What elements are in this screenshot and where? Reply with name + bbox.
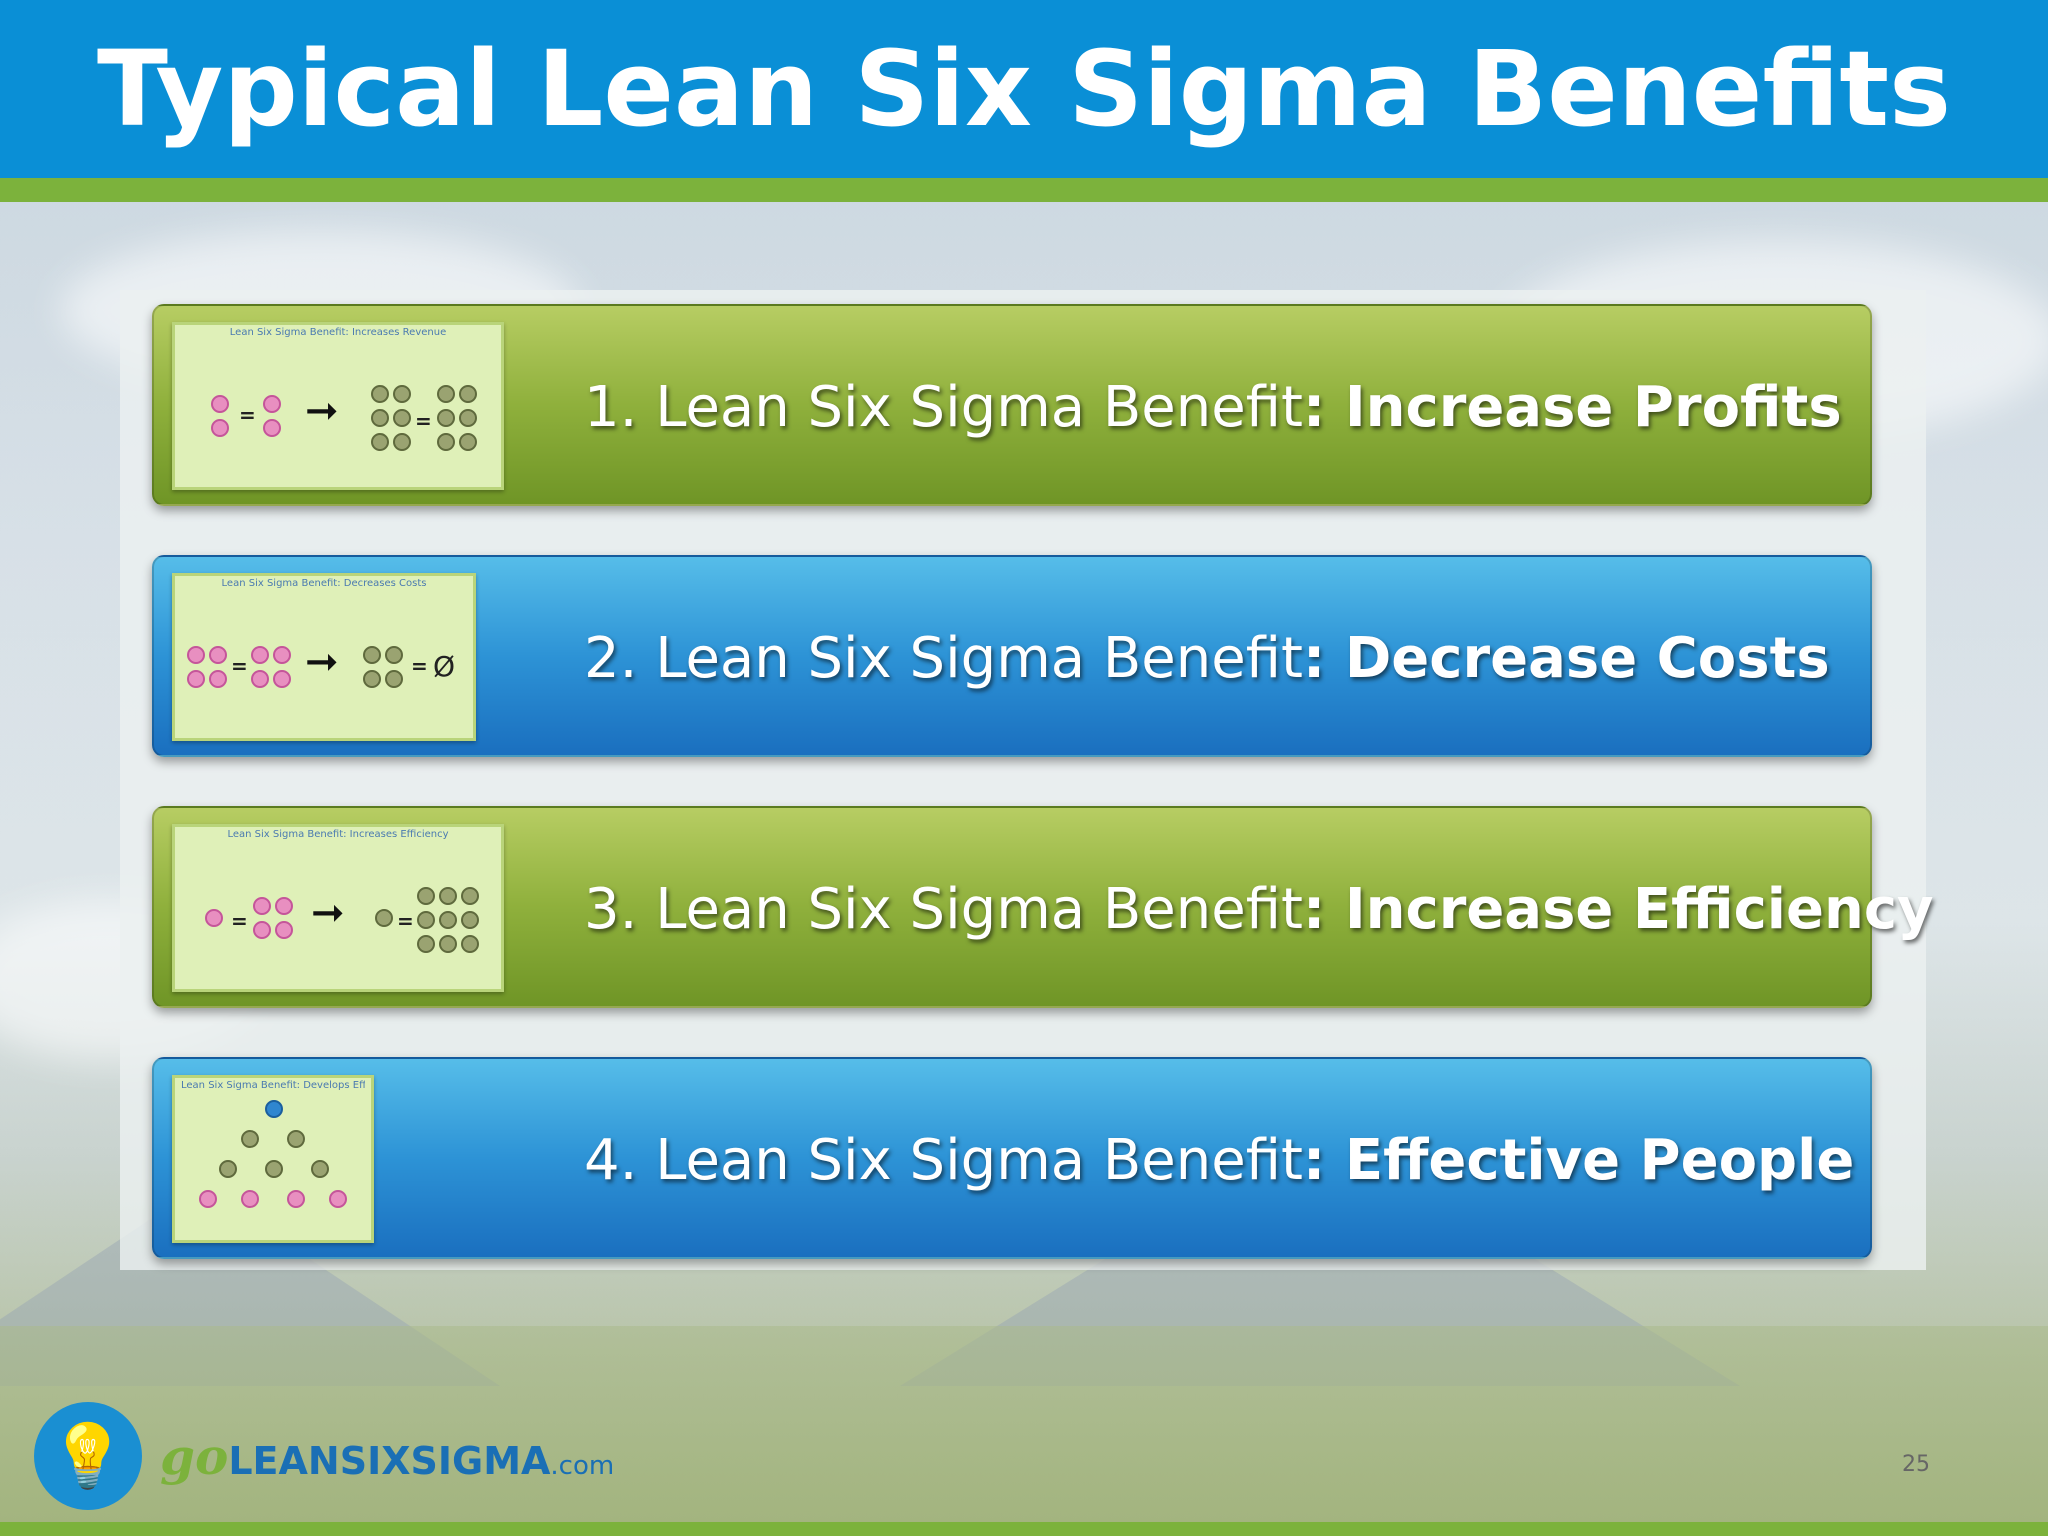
pink-circle-icon xyxy=(251,646,269,664)
benefit-thumbnail: Lean Six Sigma Benefit: Develops Effecti… xyxy=(172,1075,374,1243)
olive-circle-icon xyxy=(417,935,435,953)
equals-icon: = xyxy=(397,909,414,933)
pink-circle-icon xyxy=(209,646,227,664)
equals-icon: = xyxy=(231,909,248,933)
pink-circle-icon xyxy=(253,921,271,939)
arrow-right-icon: ➞ xyxy=(305,388,339,434)
olive-circle-icon xyxy=(417,911,435,929)
olive-circle-icon xyxy=(371,385,389,403)
benefit-label-emphasis: : Increase Efficiency xyxy=(1302,876,1934,942)
olive-circle-icon xyxy=(461,887,479,905)
person-icon xyxy=(219,1160,237,1178)
background-meadow xyxy=(0,1326,2048,1536)
benefit-label-emphasis: : Increase Profits xyxy=(1302,374,1842,440)
pink-circle-icon xyxy=(263,419,281,437)
pink-circle-icon xyxy=(273,670,291,688)
page-number: 25 xyxy=(1902,1452,1930,1477)
lightbulb-icon: 💡 xyxy=(34,1402,142,1510)
pink-circle-icon xyxy=(253,897,271,915)
person-icon xyxy=(241,1130,259,1148)
benefit-row-increase-profits: Lean Six Sigma Benefit: Increases Revenu… xyxy=(152,304,1872,506)
person-icon xyxy=(311,1160,329,1178)
olive-circle-icon xyxy=(363,670,381,688)
person-icon xyxy=(265,1100,283,1118)
pink-circle-icon xyxy=(205,909,223,927)
olive-circle-icon xyxy=(439,887,457,905)
pink-circle-icon xyxy=(187,646,205,664)
benefit-label-prefix: 4. Lean Six Sigma Benefit xyxy=(584,1127,1303,1193)
thumbnail-caption: Lean Six Sigma Benefit: Develops Effecti… xyxy=(181,1080,365,1091)
pink-circle-icon xyxy=(211,395,229,413)
person-icon xyxy=(329,1190,347,1208)
empty-set-icon: Ø xyxy=(433,650,456,683)
pink-circle-icon xyxy=(209,670,227,688)
pink-circle-icon xyxy=(273,646,291,664)
pink-circle-icon xyxy=(275,897,293,915)
logo-go: go xyxy=(160,1426,229,1486)
olive-circle-icon xyxy=(461,911,479,929)
benefit-label: 3. Lean Six Sigma Benefit: Increase Effi… xyxy=(584,808,1934,1010)
slide-title: Typical Lean Six Sigma Benefits xyxy=(96,28,1952,150)
olive-circle-icon xyxy=(371,409,389,427)
benefit-label: 4. Lean Six Sigma Benefit: Effective Peo… xyxy=(584,1059,1854,1261)
equals-icon: = xyxy=(239,403,256,427)
benefit-row-effective-people: Lean Six Sigma Benefit: Develops Effecti… xyxy=(152,1057,1872,1259)
title-accent-strip xyxy=(0,178,2048,202)
thumbnail-caption: Lean Six Sigma Benefit: Increases Revenu… xyxy=(229,327,447,338)
person-icon xyxy=(287,1190,305,1208)
equals-icon: = xyxy=(231,654,248,678)
benefit-thumbnail: Lean Six Sigma Benefit: Increases Revenu… xyxy=(172,322,504,490)
logo-name: LEANSIXSIGMA xyxy=(228,1438,551,1483)
pink-circle-icon xyxy=(187,670,205,688)
olive-circle-icon xyxy=(385,646,403,664)
logo-suffix: .com xyxy=(550,1450,615,1481)
pink-circle-icon xyxy=(251,670,269,688)
olive-circle-icon xyxy=(437,433,455,451)
pink-circle-icon xyxy=(211,419,229,437)
benefit-label: 1. Lean Six Sigma Benefit: Increase Prof… xyxy=(584,306,1842,508)
pink-circle-icon xyxy=(263,395,281,413)
benefit-label: 2. Lean Six Sigma Benefit: Decrease Cost… xyxy=(584,557,1830,759)
olive-circle-icon xyxy=(439,911,457,929)
olive-circle-icon xyxy=(417,887,435,905)
benefit-label-emphasis: : Decrease Costs xyxy=(1302,625,1830,691)
logo-wordmark: goLEANSIXSIGMA.com xyxy=(160,1427,614,1486)
benefit-label-prefix: 1. Lean Six Sigma Benefit xyxy=(584,374,1303,440)
benefit-thumbnail: Lean Six Sigma Benefit: Increases Effici… xyxy=(172,824,504,992)
olive-circle-icon xyxy=(393,385,411,403)
benefit-label-emphasis: : Effective People xyxy=(1302,1127,1855,1193)
olive-circle-icon xyxy=(371,433,389,451)
person-icon xyxy=(199,1190,217,1208)
benefit-row-decrease-costs: Lean Six Sigma Benefit: Decreases Costs … xyxy=(152,555,1872,757)
olive-circle-icon xyxy=(459,409,477,427)
benefit-row-increase-efficiency: Lean Six Sigma Benefit: Increases Effici… xyxy=(152,806,1934,1008)
person-icon xyxy=(241,1190,259,1208)
olive-circle-icon xyxy=(375,909,393,927)
olive-circle-icon xyxy=(385,670,403,688)
olive-circle-icon xyxy=(439,935,457,953)
arrow-right-icon: ➞ xyxy=(305,639,339,685)
equals-icon: = xyxy=(415,409,432,433)
olive-circle-icon xyxy=(437,385,455,403)
person-icon xyxy=(287,1130,305,1148)
benefit-label-prefix: 2. Lean Six Sigma Benefit xyxy=(584,625,1303,691)
olive-circle-icon xyxy=(363,646,381,664)
thumbnail-caption: Lean Six Sigma Benefit: Increases Effici… xyxy=(227,829,449,840)
olive-circle-icon xyxy=(437,409,455,427)
title-bar: Typical Lean Six Sigma Benefits xyxy=(0,0,2048,178)
footer-accent-strip xyxy=(0,1522,2048,1536)
olive-circle-icon xyxy=(461,935,479,953)
arrow-right-icon: ➞ xyxy=(311,890,345,936)
pink-circle-icon xyxy=(275,921,293,939)
equals-icon: = xyxy=(411,654,428,678)
olive-circle-icon xyxy=(459,385,477,403)
thumbnail-caption: Lean Six Sigma Benefit: Decreases Costs xyxy=(221,578,427,589)
goleansixsigma-logo[interactable]: 💡 goLEANSIXSIGMA.com xyxy=(34,1402,614,1510)
person-icon xyxy=(265,1160,283,1178)
olive-circle-icon xyxy=(459,433,477,451)
benefit-thumbnail: Lean Six Sigma Benefit: Decreases Costs … xyxy=(172,573,476,741)
olive-circle-icon xyxy=(393,409,411,427)
olive-circle-icon xyxy=(393,433,411,451)
benefit-label-prefix: 3. Lean Six Sigma Benefit xyxy=(584,876,1303,942)
